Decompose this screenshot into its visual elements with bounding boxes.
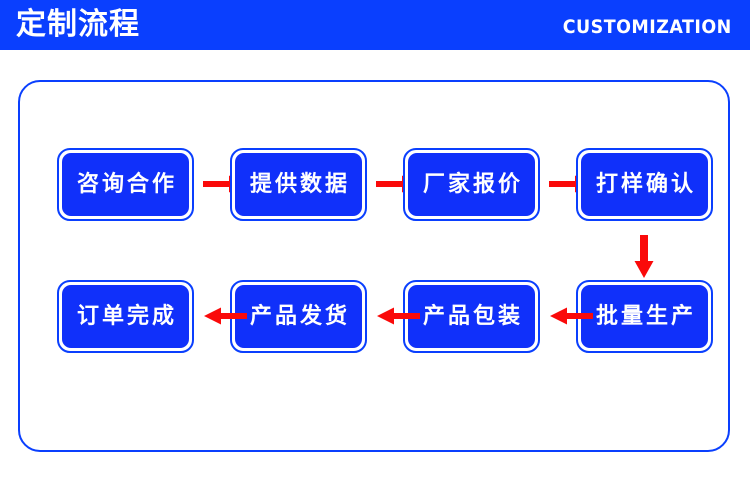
flow-step-label: 提供数据: [249, 171, 350, 197]
flow-step-box[interactable]: 打样确认: [576, 148, 713, 221]
flow-diagram-container: 咨询合作 提供数据 厂家报价 打样确认: [18, 80, 730, 452]
flow-step-box[interactable]: 产品发货: [230, 280, 367, 353]
flow-step-label: 订单完成: [76, 303, 177, 329]
flow-step-label: 产品包装: [422, 303, 523, 329]
flow-step-inner: 打样确认: [581, 153, 708, 216]
header-bar: 定制流程 CUSTOMIZATION: [0, 0, 750, 50]
flow-step-box[interactable]: 提供数据: [230, 148, 367, 221]
flow-step-label: 批量生产: [595, 303, 696, 329]
flow-step-inner: 产品发货: [235, 285, 362, 348]
flow-step-inner: 提供数据: [235, 153, 362, 216]
flow-step-box[interactable]: 咨询合作: [57, 148, 194, 221]
arrow-down-icon: [633, 235, 655, 279]
flow-step-label: 厂家报价: [422, 171, 523, 197]
flow-step-inner: 厂家报价: [408, 153, 535, 216]
flow-step-box[interactable]: 订单完成: [57, 280, 194, 353]
flow-step-box[interactable]: 厂家报价: [403, 148, 540, 221]
arrow-left-icon: [203, 305, 247, 327]
flow-step-label: 打样确认: [595, 171, 696, 197]
flow-step-box[interactable]: 批量生产: [576, 280, 713, 353]
flow-step-box[interactable]: 产品包装: [403, 280, 540, 353]
flow-step-label: 咨询合作: [76, 171, 177, 197]
flow-step-inner: 咨询合作: [62, 153, 189, 216]
arrow-left-icon: [549, 305, 593, 327]
flow-step-inner: 批量生产: [581, 285, 708, 348]
header-subtitle: CUSTOMIZATION: [562, 16, 732, 38]
flow-step-label: 产品发货: [249, 303, 350, 329]
arrow-left-icon: [376, 305, 420, 327]
page-title: 定制流程: [16, 7, 140, 42]
flow-step-inner: 产品包装: [408, 285, 535, 348]
flow-step-inner: 订单完成: [62, 285, 189, 348]
